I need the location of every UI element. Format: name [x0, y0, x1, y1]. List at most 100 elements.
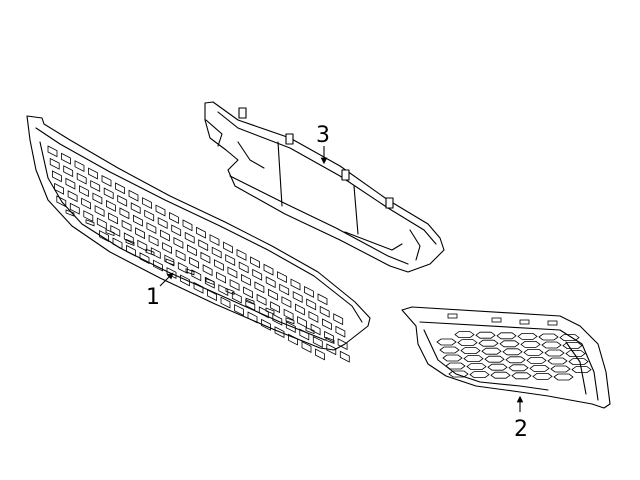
- grille-cell: [299, 328, 310, 341]
- grille-cell: [315, 348, 325, 361]
- callout-label-3: 3: [316, 123, 330, 148]
- grille-slot: [105, 229, 115, 237]
- grille-hex-slot: [553, 373, 574, 381]
- grille-slot: [265, 307, 275, 315]
- grille-cell: [234, 304, 244, 316]
- grille-cell: [160, 229, 170, 242]
- grille-hex-slot: [511, 372, 532, 380]
- grille-cell: [304, 285, 314, 298]
- grille-cell: [207, 289, 217, 302]
- grille-cell: [155, 204, 166, 217]
- grille-cell: [301, 341, 312, 353]
- grille-slot: [85, 219, 95, 227]
- grille-cell: [227, 266, 238, 279]
- grille-cell: [115, 182, 125, 195]
- grille-hex-slot: [502, 348, 523, 356]
- grille-cell: [322, 318, 332, 331]
- grille-hex-slot: [490, 371, 511, 379]
- side-grille-tabs: [447, 313, 558, 326]
- grille-cell: [187, 244, 197, 257]
- grille-hex-slot: [517, 333, 538, 340]
- grille-hex-slot: [526, 357, 547, 364]
- grille-cell: [123, 232, 134, 245]
- grille-hex-slot: [457, 339, 478, 346]
- grille-cell: [225, 254, 236, 266]
- grille-hex-slot: [529, 365, 550, 372]
- grille-hex-slot: [460, 347, 481, 354]
- mount-tab: [447, 313, 458, 319]
- grille-slot: [185, 268, 195, 276]
- grille-cell: [198, 239, 209, 252]
- grille-hex-slot: [484, 355, 505, 363]
- grille-cell: [189, 256, 199, 269]
- grille-cell: [79, 185, 89, 198]
- grille-cell: [243, 286, 253, 299]
- grille-cell: [103, 187, 114, 200]
- grille-cell: [61, 152, 71, 165]
- grille-cell: [47, 145, 58, 158]
- grille-cell: [319, 305, 330, 318]
- grille-cell: [49, 157, 60, 170]
- grille-cell: [166, 267, 177, 279]
- grille-cell: [65, 177, 76, 190]
- grille-cell: [52, 170, 62, 183]
- grille-hex-slot: [487, 363, 508, 371]
- grille-cell: [254, 281, 265, 294]
- callout-label-2: 2: [514, 417, 528, 442]
- grille-cell: [108, 212, 118, 225]
- grille-cell: [312, 335, 323, 348]
- grille-cell: [223, 241, 233, 254]
- grille-cell: [169, 211, 179, 224]
- grille-cell: [292, 291, 303, 303]
- side-grille-part[interactable]: [401, 306, 611, 409]
- grille-cell: [142, 197, 152, 210]
- grille-slot: [125, 238, 135, 246]
- grille-cell: [162, 242, 172, 254]
- grille-hex-slot: [496, 332, 517, 340]
- grille-cell: [90, 180, 101, 192]
- grille-cell: [241, 273, 251, 286]
- grille-cell: [308, 310, 319, 323]
- mount-tab: [491, 317, 502, 323]
- grille-cell: [279, 283, 290, 296]
- grille-cell: [281, 296, 292, 309]
- grille-hex-slot: [442, 354, 463, 362]
- grille-cell: [99, 230, 109, 242]
- grille-cell: [247, 311, 258, 324]
- grille-cell: [56, 195, 67, 208]
- grille-hex-slot: [439, 346, 460, 354]
- grille-bracket-part[interactable]: [204, 101, 445, 273]
- grille-hex-slot: [499, 340, 520, 348]
- grille-cell: [283, 308, 294, 321]
- grille-hex-slot: [559, 334, 580, 341]
- grille-cell: [128, 189, 139, 202]
- grille-cell: [258, 306, 269, 319]
- grille-cell: [112, 237, 123, 250]
- grille-cell: [135, 227, 145, 240]
- grille-slot: [205, 278, 215, 286]
- grille-cell: [182, 219, 193, 232]
- lower-grille-part[interactable]: [26, 115, 371, 363]
- grille-cell: [137, 239, 148, 252]
- grille-cell: [164, 254, 175, 267]
- grille-cell: [153, 259, 163, 272]
- grille-cell: [121, 219, 132, 232]
- grille-cell: [148, 234, 159, 247]
- grille-hex-slot: [481, 347, 502, 355]
- grille-hex-slot: [436, 338, 457, 346]
- grille-cell: [268, 288, 278, 301]
- grille-hex-slot: [463, 355, 484, 362]
- grille-cell: [339, 350, 350, 363]
- grille-cell: [92, 192, 103, 205]
- grille-cell: [326, 343, 337, 356]
- grille-cell: [290, 278, 301, 291]
- grille-hex-slot: [544, 349, 565, 357]
- grille-cell: [274, 326, 285, 339]
- grille-slot: [165, 258, 175, 266]
- grille-cell: [270, 301, 280, 314]
- grille-cell: [101, 174, 112, 187]
- grille-cell: [133, 214, 143, 227]
- grille-cell: [94, 205, 105, 217]
- lower-grille-mesh: [47, 145, 350, 363]
- grille-cell: [335, 325, 346, 338]
